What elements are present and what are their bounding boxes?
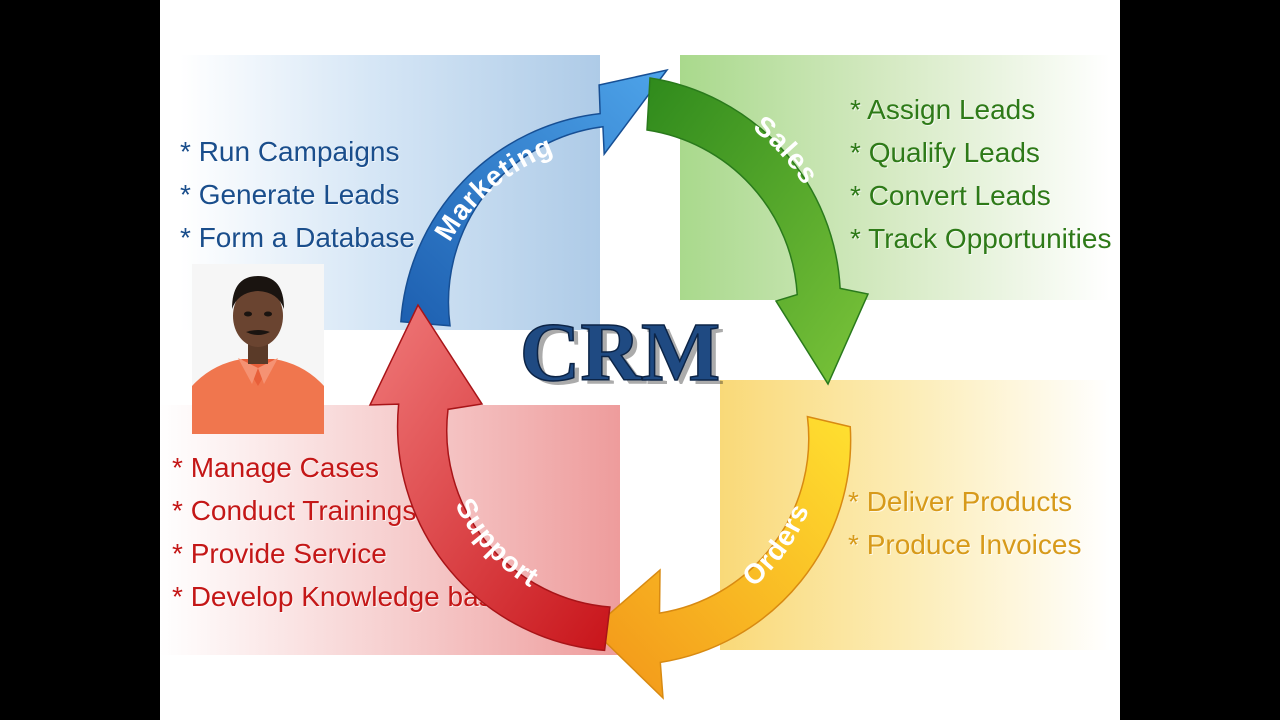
marketing-item: Run Campaigns: [180, 130, 415, 173]
marketing-arrow: [400, 68, 669, 327]
sales-item: Convert Leads: [850, 174, 1111, 217]
support-item: Provide Service: [172, 532, 508, 575]
portrait-illustration: [192, 264, 324, 434]
orders-arrow: [590, 415, 852, 700]
marketing-list: Run Campaigns Generate Leads Form a Data…: [180, 130, 415, 259]
sales-item: Assign Leads: [850, 88, 1111, 131]
marketing-label: Marketing: [428, 130, 557, 246]
orders-list: Deliver Products Produce Invoices: [848, 480, 1082, 566]
marketing-item: Generate Leads: [180, 173, 415, 216]
sales-list: Assign Leads Qualify Leads Convert Leads…: [850, 88, 1111, 260]
marketing-item: Form a Database: [180, 216, 415, 259]
crm-title-shadow: CRM: [525, 310, 726, 403]
sales-item: Track Opportunities: [850, 217, 1111, 260]
crm-title: CRM: [520, 306, 721, 399]
support-arrow: [368, 303, 611, 652]
orders-item: Produce Invoices: [848, 523, 1082, 566]
support-item: Conduct Trainings: [172, 489, 508, 532]
person-portrait-icon: [192, 264, 324, 434]
crm-diagram: Run Campaigns Generate Leads Form a Data…: [160, 0, 1120, 720]
support-list: Manage Cases Conduct Trainings Provide S…: [172, 446, 509, 618]
sales-item: Qualify Leads: [850, 131, 1111, 174]
support-item: Manage Cases: [172, 446, 508, 489]
orders-item: Deliver Products: [848, 480, 1081, 523]
support-item: Develop Knowledge base: [172, 575, 509, 618]
sales-arrow: [646, 77, 870, 386]
crm-cycle-ring: Marketing Sales Orders Support CRM CRM: [368, 68, 870, 700]
